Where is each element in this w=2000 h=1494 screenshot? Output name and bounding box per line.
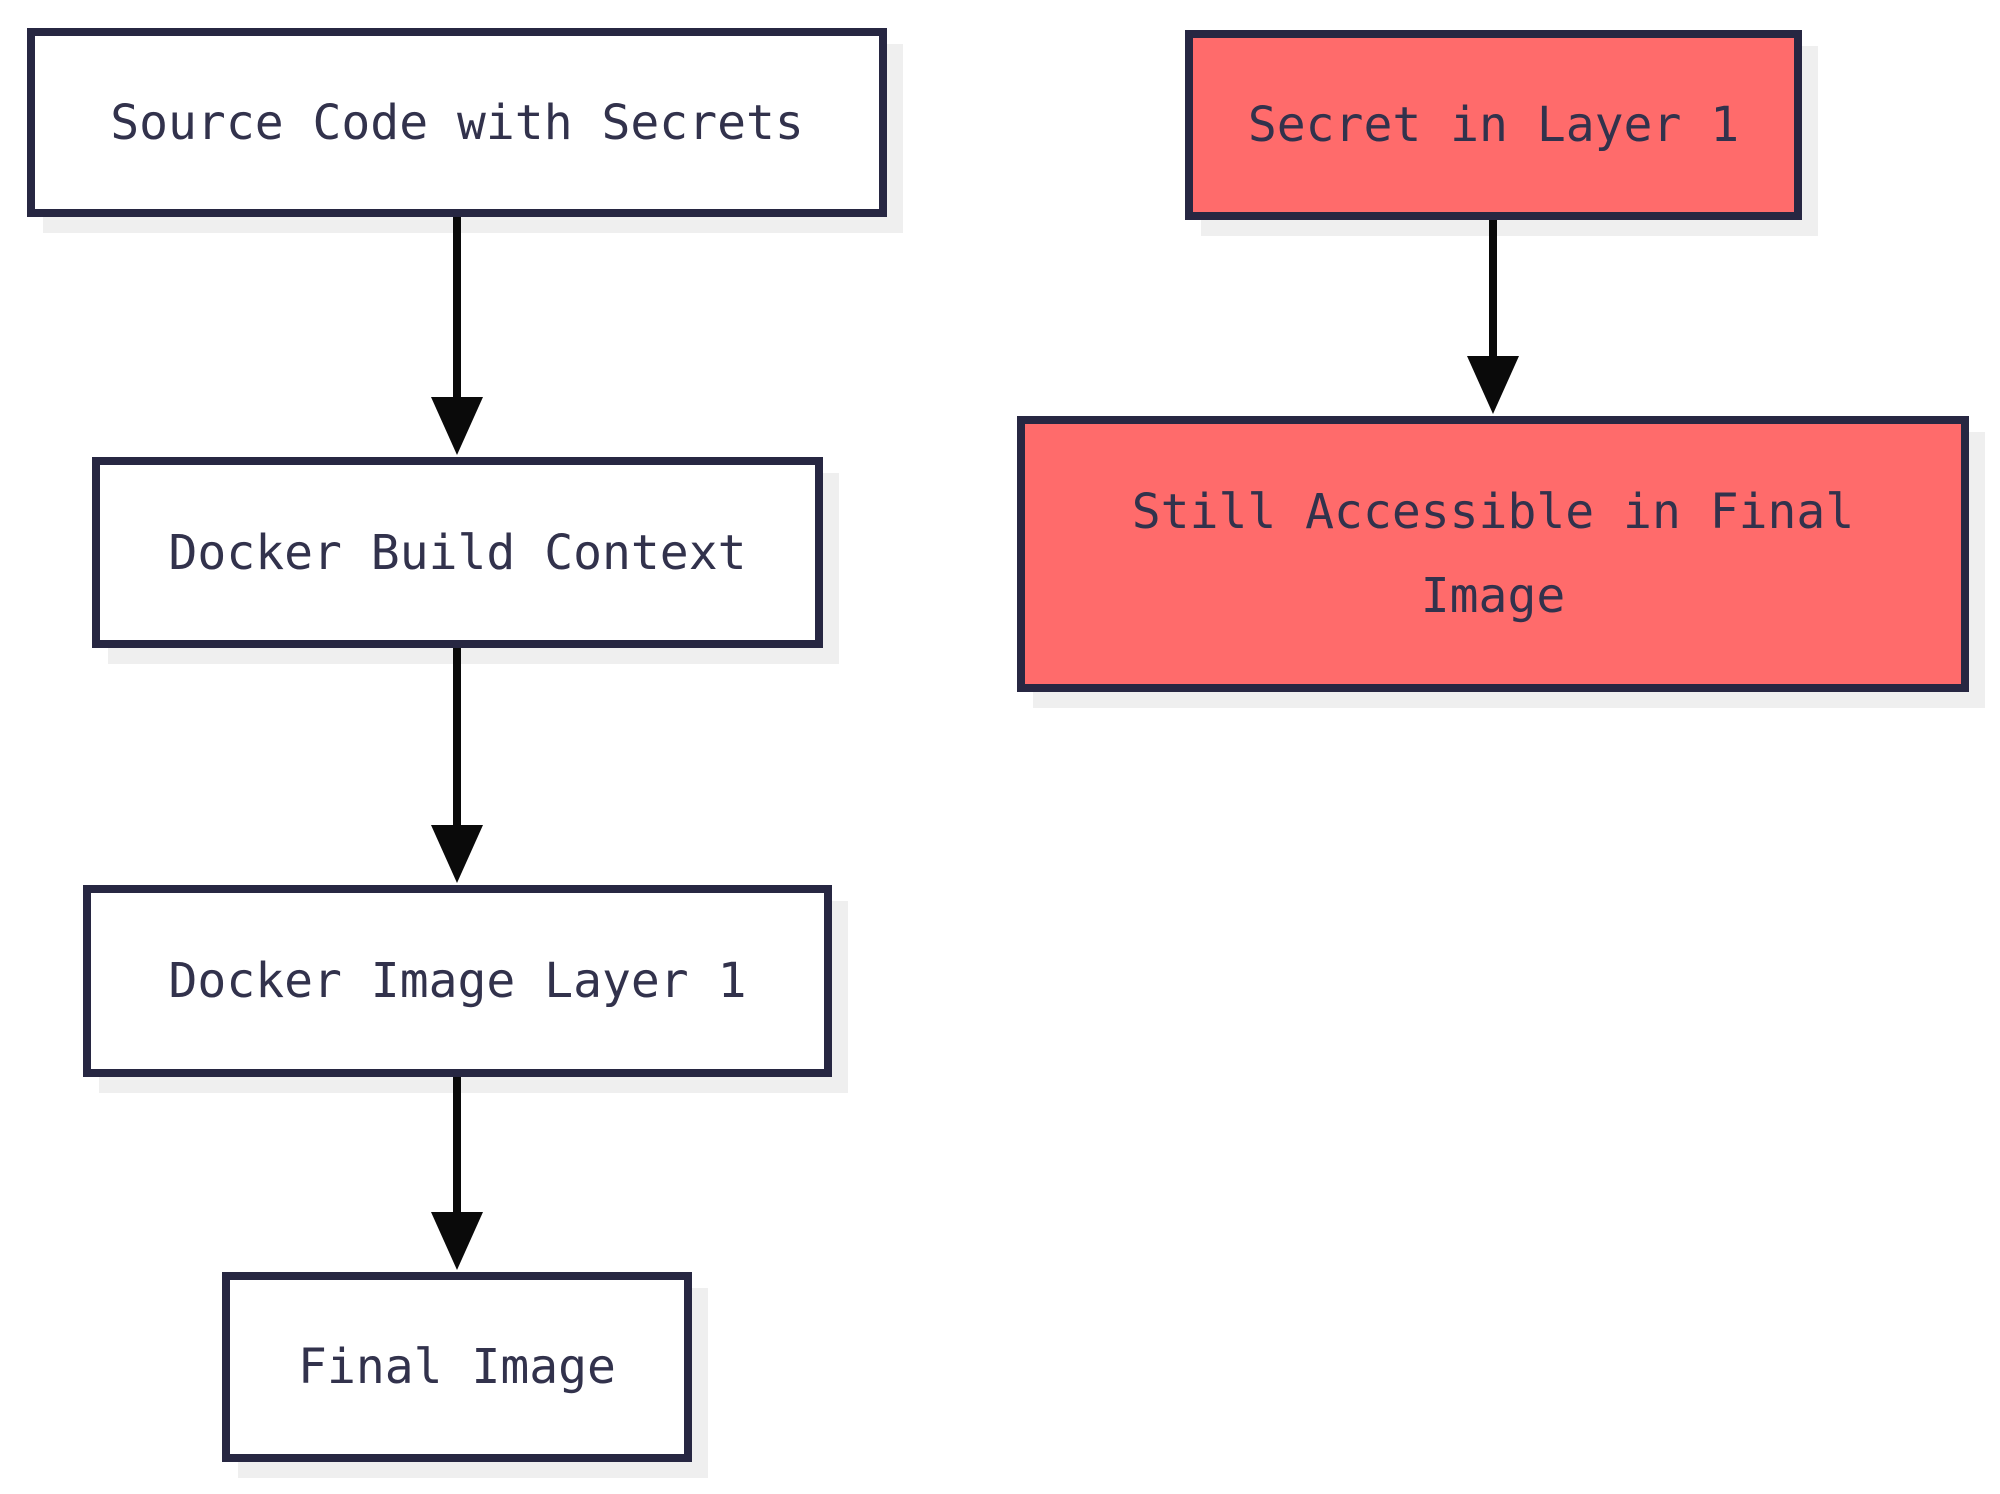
arrow-down-icon xyxy=(431,825,483,883)
edge-secret-to-still-line xyxy=(1489,220,1497,356)
node-final-image: Final Image xyxy=(222,1272,692,1462)
edge-context-to-layer1-line xyxy=(453,648,461,825)
edge-layer1-to-final-line xyxy=(453,1077,461,1212)
node-label: Still Accessible in Final Image xyxy=(1131,484,1855,624)
arrow-down-icon xyxy=(431,1212,483,1270)
arrow-down-icon xyxy=(1467,356,1519,414)
node-docker-image-layer-1: Docker Image Layer 1 xyxy=(83,885,832,1077)
node-label: Final Image xyxy=(298,1339,616,1395)
node-label: Secret in Layer 1 xyxy=(1247,97,1740,153)
arrow-down-icon xyxy=(431,397,483,455)
node-label: Docker Image Layer 1 xyxy=(168,953,747,1009)
node-source-code-with-secrets: Source Code with Secrets xyxy=(27,28,887,217)
node-label: Docker Build Context xyxy=(168,524,747,581)
node-secret-in-layer-1: Secret in Layer 1 xyxy=(1185,30,1802,220)
node-still-accessible-in-final-image: Still Accessible in Final Image xyxy=(1017,416,1969,692)
edge-source-to-context-line xyxy=(453,217,461,397)
node-docker-build-context: Docker Build Context xyxy=(92,457,823,648)
node-label: Source Code with Secrets xyxy=(110,94,804,151)
